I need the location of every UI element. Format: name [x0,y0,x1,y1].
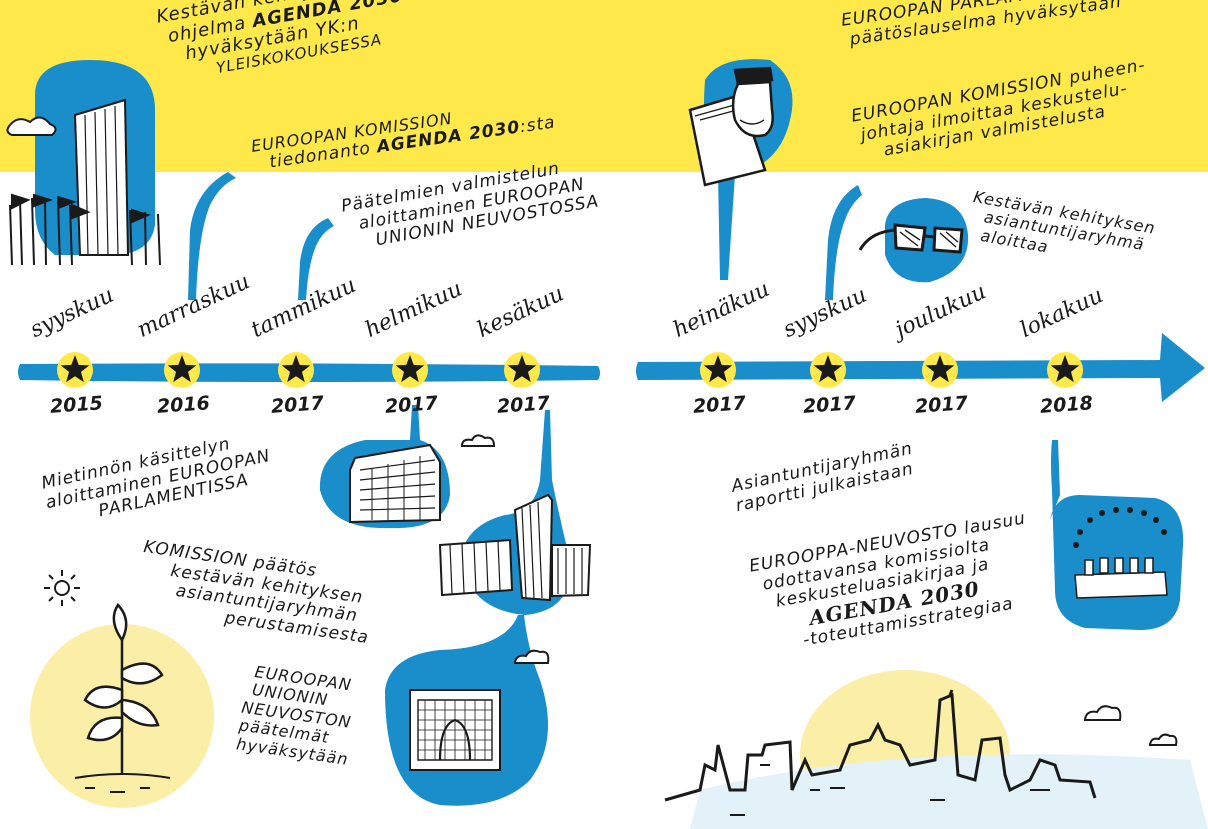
eu-council-bubble [1050,440,1184,630]
parliament-building-icon [349,443,441,524]
star-icon [1050,355,1080,383]
star-icon [507,355,537,383]
commission-building-icon [438,493,592,602]
city-skyline-icon [664,689,1097,816]
yellow-band [0,0,1208,172]
timeline-bar-right [636,333,1205,402]
timeline-year-label: 2015 [49,392,104,418]
timeline-year-label: 2017 [802,392,857,418]
star-icon [925,355,955,383]
timeline-year-label: 2017 [692,392,747,418]
star-icon [167,355,197,383]
star-icon [395,355,425,383]
eu-council-table-icon [1073,507,1168,599]
star-icon [813,355,843,383]
connector-jan2017 [298,218,334,300]
timeline-year-label: 2017 [384,392,439,418]
glasses-bubble [885,198,969,283]
star-icon [703,355,733,383]
un-building-icon [6,98,161,266]
cloud-icon [460,434,496,447]
plant-icon [74,602,171,793]
connector-sep2017 [825,185,862,300]
timeline-year-label: 2017 [270,392,325,418]
timeline-year-label: 2017 [914,392,969,418]
star-icon [60,355,90,383]
cloud-icon [1083,705,1178,746]
timeline-year-label: 2017 [496,392,551,418]
hand-document-icon [688,66,774,187]
timeline-year-label: 2016 [156,392,211,418]
glasses-icon [858,223,964,254]
cloud-icon [513,649,550,664]
star-icon [281,355,311,383]
sun-icon [44,570,80,606]
council-building-icon [409,689,501,771]
timeline-year-label: 2018 [1039,392,1094,418]
connector-nov2016 [188,172,236,300]
event-council-conclusions: EUROOPAN UNIONIN NEUVOSTON päätelmät hyv… [235,662,353,769]
